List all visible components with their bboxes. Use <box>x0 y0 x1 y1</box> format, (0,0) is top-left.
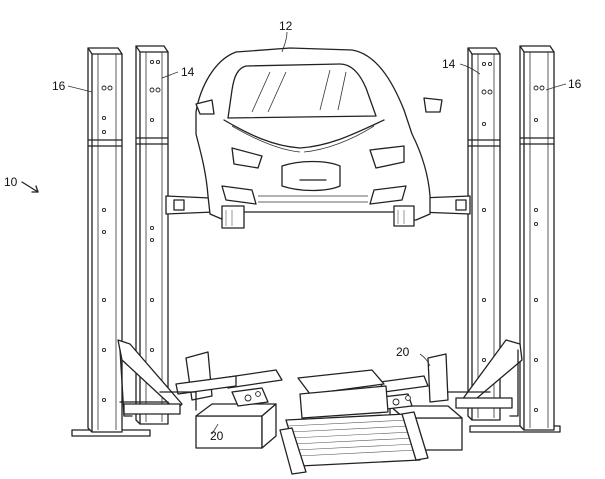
label-post-inner-right: 14 <box>442 57 456 71</box>
leader-lines <box>21 31 567 435</box>
label-cart-right: 20 <box>396 345 410 359</box>
reference-numerals: 12 14 16 14 16 10 20 20 <box>4 19 582 443</box>
label-system: 10 <box>4 175 18 189</box>
label-vehicle: 12 <box>279 19 293 33</box>
floor-base <box>71 425 561 437</box>
post-inner-left <box>135 45 169 425</box>
lift-arms <box>165 195 471 215</box>
label-post-outer-right: 16 <box>568 77 582 91</box>
post-outer-right <box>519 45 555 431</box>
label-post-inner-left: 14 <box>181 65 195 79</box>
label-cart-left: 20 <box>210 429 224 443</box>
cart-left <box>159 351 283 449</box>
vehicle <box>195 47 443 229</box>
post-inner-right <box>467 47 501 421</box>
right-brace <box>455 339 523 417</box>
label-post-outer-left: 16 <box>52 79 66 93</box>
post-outer-left <box>87 47 123 433</box>
center-platform <box>279 369 429 475</box>
